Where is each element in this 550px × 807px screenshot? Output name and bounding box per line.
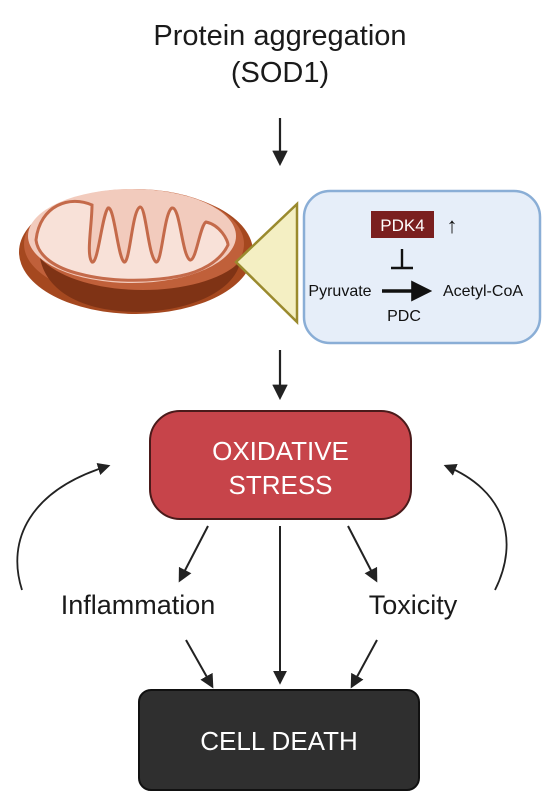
oxidative-stress-line-1: OXIDATIVE xyxy=(212,436,349,466)
arrow-inflammation-to-cell-death xyxy=(185,639,214,689)
mitochondrion-icon xyxy=(19,189,253,314)
arrow-stress-to-inflammation xyxy=(178,525,209,583)
title-line-1: Protein aggregation xyxy=(153,20,406,52)
arrow-toxicity-to-cell-death xyxy=(350,639,378,689)
pdk4-label: PDK4 xyxy=(380,216,424,235)
pdk4-pathway-box: PDK4 ↑ Pyruvate Acetyl-CoA PDC xyxy=(302,189,542,345)
oxidative-stress-line-2: STRESS xyxy=(228,470,332,500)
toxicity-label: Toxicity xyxy=(369,590,458,620)
pdk4-badge xyxy=(371,211,434,238)
pyruvate-label: Pyruvate xyxy=(308,283,371,300)
connector-wedge xyxy=(234,201,299,325)
arrow-stress-to-toxicity xyxy=(347,525,378,583)
acetyl-coa-label: Acetyl-CoA xyxy=(443,283,523,300)
oxidative-stress-box: OXIDATIVE STRESS xyxy=(149,410,412,520)
cell-death-box: CELL DEATH xyxy=(138,689,420,791)
upregulation-arrow-icon: ↑ xyxy=(447,213,458,238)
oxidative-stress-background xyxy=(149,410,412,520)
pathway-box-background xyxy=(302,189,542,345)
cell-death-label: CELL DEATH xyxy=(200,726,358,756)
cell-death-background xyxy=(138,689,420,791)
pdc-label: PDC xyxy=(387,308,421,325)
inflammation-label: Inflammation xyxy=(61,590,216,620)
feedback-arrow-inflammation xyxy=(16,462,111,591)
feedback-arrow-toxicity xyxy=(443,463,508,591)
title-line-2: (SOD1) xyxy=(231,57,329,89)
